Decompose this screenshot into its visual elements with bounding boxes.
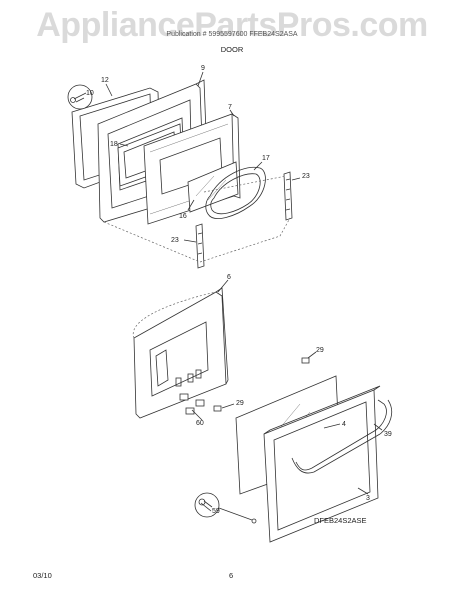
callout-12: 12 xyxy=(101,77,109,84)
part-60-clips xyxy=(179,393,205,415)
diagram-code: DFEB24S2ASE xyxy=(314,516,367,525)
part-16-window-glass xyxy=(187,161,239,213)
section-title: DOOR xyxy=(220,45,244,54)
part-23-hinge-right xyxy=(283,171,293,221)
callout-labels: 9 12 10 7 18 17 23 16 23 6 29 29 4 39 60… xyxy=(86,65,392,515)
callout-9: 9 xyxy=(201,65,205,72)
part-59-screw-detail xyxy=(194,492,257,524)
callout-7: 7 xyxy=(228,104,232,111)
part-3-outer-door-frame xyxy=(263,385,381,543)
callout-18: 18 xyxy=(110,141,118,148)
callout-60: 60 xyxy=(196,420,204,427)
callout-29-bottom: 29 xyxy=(236,400,244,407)
callout-3: 3 xyxy=(366,495,370,502)
callout-59: 59 xyxy=(212,508,220,515)
callout-39: 39 xyxy=(384,431,392,438)
footer-page-number: 6 xyxy=(229,571,234,580)
callout-29-top: 29 xyxy=(316,347,324,354)
part-6-door-inner-panel xyxy=(133,287,229,419)
part-39-door-handle xyxy=(291,399,393,474)
callout-16: 16 xyxy=(179,213,187,220)
watermark-logo: AppliancePartsPros.com xyxy=(36,6,428,44)
publication-header: Publication # 5995597600 FFEB24S2ASA xyxy=(166,31,298,38)
part-23-hinge-left xyxy=(195,223,205,269)
part-10-screw-detail xyxy=(67,84,93,110)
callout-4: 4 xyxy=(342,421,346,428)
footer-date: 03/10 xyxy=(33,571,52,580)
callout-23-left: 23 xyxy=(171,237,179,244)
callout-23-right: 23 xyxy=(302,173,310,180)
callout-6: 6 xyxy=(227,274,231,281)
part-17-window-gasket xyxy=(205,166,266,219)
part-29-spacers xyxy=(213,357,310,412)
leader-lines xyxy=(105,71,383,495)
callout-10: 10 xyxy=(86,90,94,97)
callout-17: 17 xyxy=(262,155,270,162)
